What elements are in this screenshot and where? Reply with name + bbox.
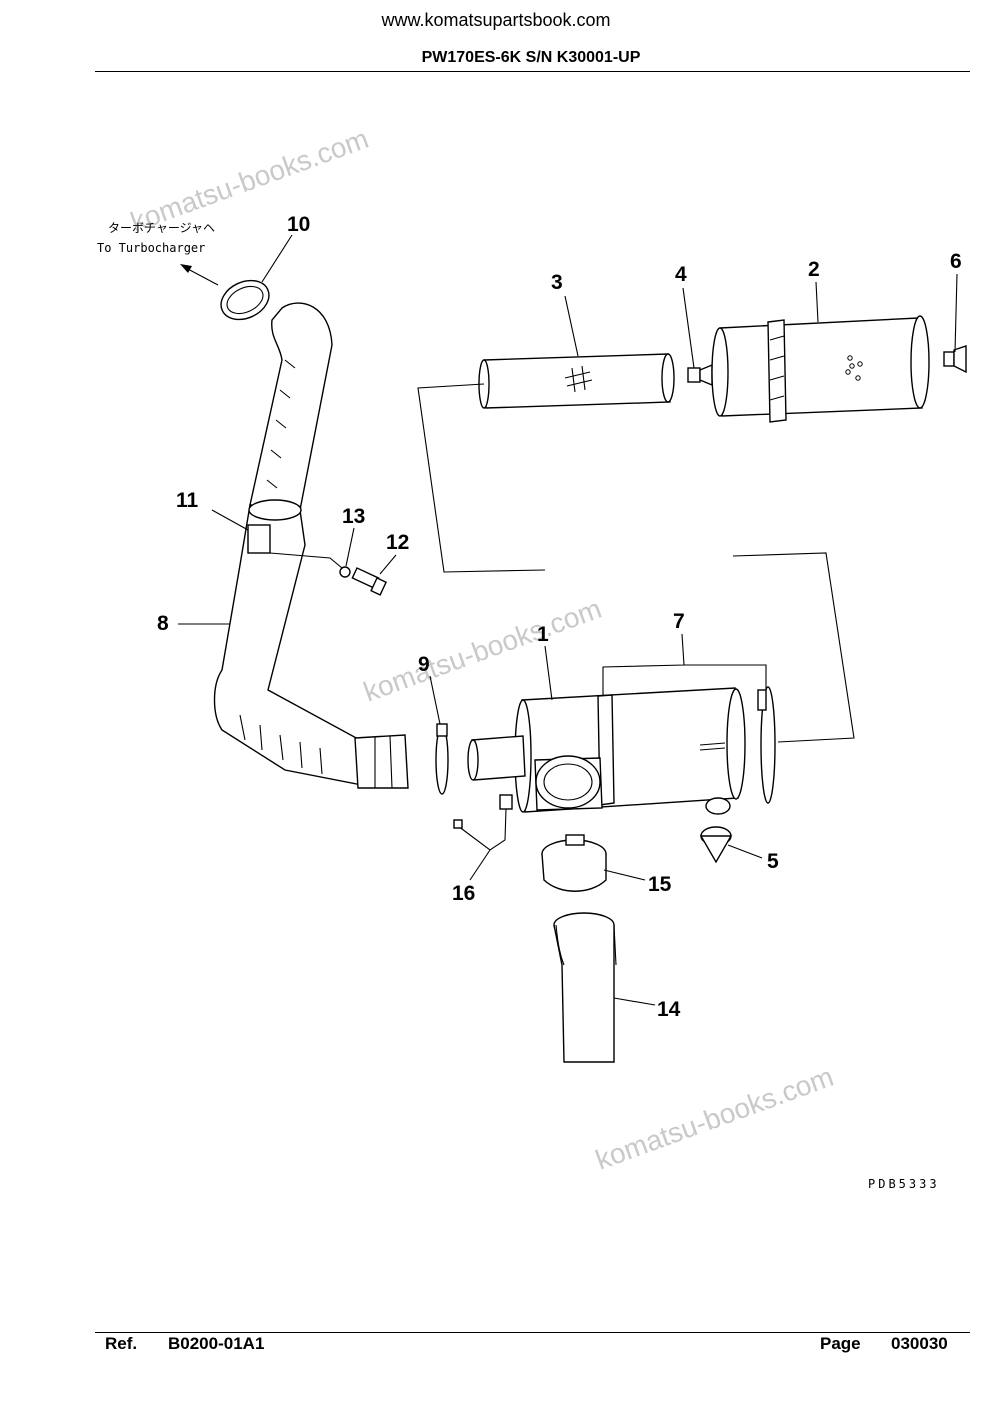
leader-line (682, 287, 695, 369)
bolt-part-12 (351, 567, 387, 596)
clamp-part-10 (220, 279, 270, 321)
leader-line (602, 633, 767, 696)
leader-line (345, 527, 355, 567)
callout-14: 14 (657, 998, 681, 1021)
callout-7: 7 (673, 610, 685, 633)
callout-10: 10 (287, 213, 310, 236)
leader-line (815, 281, 819, 323)
assembly-line (732, 552, 855, 743)
callout-11: 11 (176, 489, 199, 512)
callout-3: 3 (551, 271, 563, 294)
footer-rule (95, 1332, 970, 1333)
clamp-part-15 (541, 834, 607, 892)
wing-nut-part-4 (687, 363, 713, 387)
drawing-code: PDB5333 (868, 1177, 940, 1191)
watermark: komatsu-books.com (591, 1061, 837, 1176)
ref-label: Ref. (105, 1334, 138, 1353)
clamp-part-9 (435, 723, 449, 795)
callout-8: 8 (157, 612, 169, 635)
hose-part-8 (213, 302, 409, 789)
leader-line (469, 849, 491, 881)
leader-line (544, 645, 553, 701)
callout-12: 12 (386, 531, 409, 554)
header-rule (95, 71, 970, 72)
leader-line (269, 552, 343, 569)
assembly-line (417, 383, 546, 573)
pipe-part-14 (553, 912, 617, 1063)
air-cleaner-housing-part-1 (467, 687, 746, 815)
jp-annotation: ターボチャージャヘ (108, 221, 215, 235)
leader-line (564, 295, 579, 357)
callout-15: 15 (648, 873, 672, 896)
bracket-part-11 (247, 524, 271, 554)
watermark: komatsu-books.com (359, 593, 605, 708)
leader-line (727, 844, 763, 859)
callout-5: 5 (767, 850, 779, 873)
callout-16: 16 (452, 882, 475, 905)
callout-13: 13 (342, 505, 365, 528)
callout-4: 4 (675, 263, 687, 286)
leader-line (613, 997, 656, 1006)
leader-line (211, 509, 249, 553)
ring-part-7 (757, 686, 776, 804)
turbo-arrow-head (180, 264, 192, 273)
turbo-arrow (185, 267, 219, 286)
ref-value: B0200-01A1 (168, 1334, 265, 1353)
washer-part-13 (339, 566, 351, 578)
callout-2: 2 (808, 258, 820, 281)
site-url: www.komatsupartsbook.com (381, 10, 611, 30)
callout-6: 6 (950, 250, 962, 273)
sensor-part-16 (453, 794, 513, 851)
valve-part-5 (699, 826, 733, 864)
callout-9: 9 (418, 653, 430, 676)
wing-nut-part-6 (943, 345, 967, 374)
page-value: 030030 (891, 1334, 948, 1353)
model-title: PW170ES-6K S/N K30001-UP (421, 49, 641, 66)
page-label: Page (820, 1334, 861, 1353)
leader-line (429, 675, 441, 725)
leader-line (603, 869, 646, 881)
en-annotation: To Turbocharger (97, 241, 205, 255)
leader-line (379, 554, 397, 575)
callout-1: 1 (537, 623, 549, 646)
filter-element-part-2 (711, 315, 930, 423)
filter-element-part-3 (478, 353, 675, 409)
leader-line (954, 273, 958, 353)
leader-line (261, 234, 293, 283)
